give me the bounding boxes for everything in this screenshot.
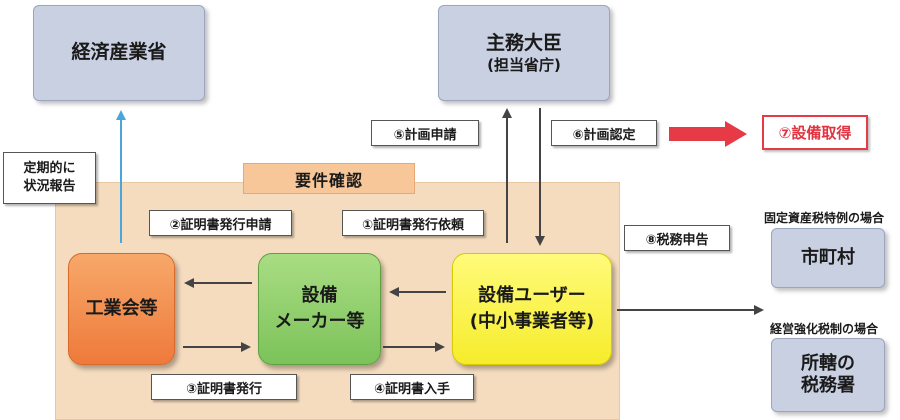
- equipment-user-node: 設備ユーザー (中小事業者等): [452, 253, 612, 365]
- tax-office-box: 所轄の 税務署: [771, 338, 885, 412]
- step-4-label: ④証明書入手: [350, 374, 474, 400]
- step-8-label: ⑧税務申告: [624, 225, 730, 251]
- municipality-box: 市町村: [771, 228, 885, 288]
- equipment-maker-node: 設備 メーカー等: [258, 253, 381, 365]
- meti-label: 経済産業省: [71, 41, 167, 64]
- tax-reinforcement-case-title: 経営強化税制の場合: [769, 322, 878, 336]
- fixed-asset-case-title: 固定資産税特例の場合: [763, 211, 884, 225]
- acquisition-arrow: [669, 121, 747, 147]
- equipment-acquisition-box: ⑦設備取得: [762, 115, 868, 150]
- step-5-label: ⑤計画申請: [371, 120, 479, 146]
- meti-box: 経済産業省: [33, 5, 205, 101]
- minister-box: 主務大臣 (担当省庁): [438, 5, 610, 101]
- step-1-label: ①証明書発行依頼: [342, 210, 484, 236]
- industry-association-node: 工業会等: [68, 253, 175, 365]
- step-3-label: ③証明書発行: [151, 374, 297, 400]
- report-label: 定期的に 状況報告: [3, 152, 96, 204]
- minister-title: 主務大臣: [485, 31, 562, 54]
- step-2-label: ②証明書発行申請: [149, 210, 292, 236]
- step-6-label: ⑥計画認定: [551, 120, 657, 146]
- minister-subtitle: (担当省庁): [487, 55, 561, 74]
- requirements-title: 要件確認: [243, 163, 415, 194]
